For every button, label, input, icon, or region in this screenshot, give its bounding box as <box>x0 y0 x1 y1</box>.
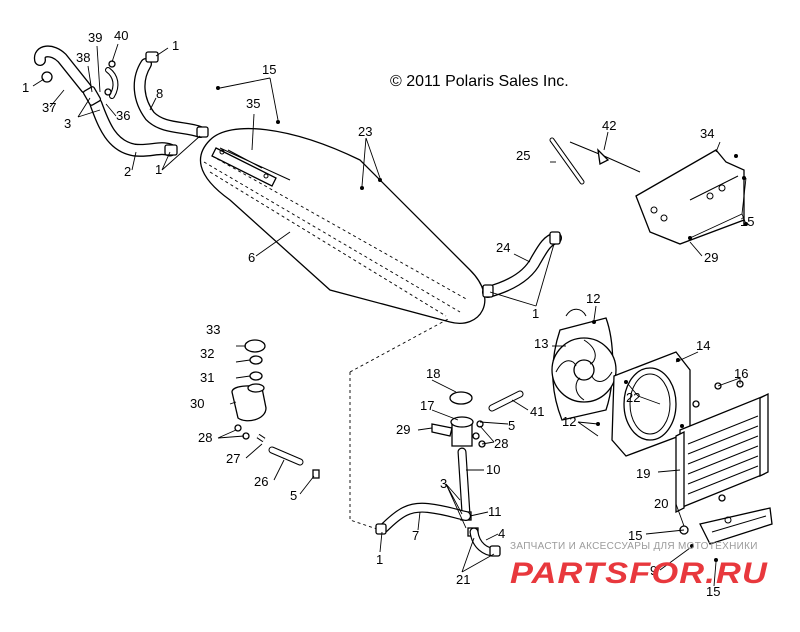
callout-2: 2 <box>124 164 131 179</box>
callout-37: 37 <box>42 100 56 115</box>
callout-40: 40 <box>114 28 128 43</box>
upper-left-hose-assembly <box>33 45 209 157</box>
radiator <box>675 380 769 514</box>
callout-1-top-left: 1 <box>22 80 29 95</box>
callout-42: 42 <box>602 118 616 133</box>
callout-labels: 1 1 1 1 1 2 3 3 4 5 5 6 7 8 9 10 11 12 1… <box>22 28 754 599</box>
cooling-tube-assembly <box>199 86 486 324</box>
callout-15-bracket: 15 <box>740 214 754 229</box>
callout-26: 26 <box>254 474 268 489</box>
callout-14: 14 <box>696 338 710 353</box>
callout-28-left: 28 <box>198 430 212 445</box>
connection-dashed-line <box>349 372 381 531</box>
callout-8: 8 <box>156 86 163 101</box>
callout-3-upper: 3 <box>64 116 71 131</box>
callout-1-tube: 1 <box>155 162 162 177</box>
callout-29-bracket: 29 <box>704 250 718 265</box>
watermark: ЗАПЧАСТИ И АКСЕССУАРЫ ДЛЯ МОТОТЕХНИКИ PA… <box>510 541 768 590</box>
callout-5-right: 5 <box>508 418 515 433</box>
callout-30: 30 <box>190 396 204 411</box>
callout-25: 25 <box>516 148 530 163</box>
callout-6: 6 <box>248 250 255 265</box>
callout-11: 11 <box>488 504 502 519</box>
callout-19: 19 <box>636 466 650 481</box>
bracket-34 <box>635 149 748 245</box>
callout-16: 16 <box>734 366 748 381</box>
callout-17: 17 <box>420 398 434 413</box>
bracket-20 <box>679 507 773 562</box>
callout-13: 13 <box>534 336 548 351</box>
callout-3-lower: 3 <box>440 476 447 491</box>
callout-28-right: 28 <box>494 436 508 451</box>
callout-23: 23 <box>358 124 372 139</box>
hose-24 <box>482 231 562 298</box>
callout-24: 24 <box>496 240 510 255</box>
watermark-subtitle: ЗАПЧАСТИ И АКСЕССУАРЫ ДЛЯ МОТОТЕХНИКИ <box>510 541 758 552</box>
callout-35: 35 <box>246 96 260 111</box>
overflow-bottle-assembly <box>231 339 320 479</box>
callout-15-bottom: 15 <box>706 584 720 599</box>
callout-41: 41 <box>530 404 544 419</box>
cooling-fan <box>551 308 617 426</box>
callout-22: 22 <box>626 390 640 405</box>
callout-9: 9 <box>650 563 657 578</box>
callout-15-top: 15 <box>262 62 276 77</box>
callout-1-bottom: 1 <box>376 552 383 567</box>
callout-38: 38 <box>76 50 90 65</box>
copyright-text: © 2011 Polaris Sales Inc. <box>390 73 569 90</box>
callout-27: 27 <box>226 451 240 466</box>
filler-neck-assembly <box>375 390 524 557</box>
callout-12-bottom: 12 <box>562 414 576 429</box>
callout-1-top: 1 <box>172 38 179 53</box>
callout-39: 39 <box>88 30 102 45</box>
callout-34: 34 <box>700 126 714 141</box>
watermark-logo: PARTSFOR.RU <box>510 557 768 590</box>
callout-36: 36 <box>116 108 130 123</box>
callout-5-left: 5 <box>290 488 297 503</box>
callout-33: 33 <box>206 322 220 337</box>
callout-21: 21 <box>456 572 470 587</box>
callout-1-hose-24: 1 <box>532 306 539 321</box>
callout-15-lower: 15 <box>628 528 642 543</box>
callout-12-top: 12 <box>586 291 600 306</box>
callout-7: 7 <box>412 528 419 543</box>
callout-4: 4 <box>498 526 505 541</box>
callout-31: 31 <box>200 370 214 385</box>
leader-lines <box>32 43 747 587</box>
callout-29-center: 29 <box>396 422 410 437</box>
callout-18: 18 <box>426 366 440 381</box>
callout-32: 32 <box>200 346 214 361</box>
strap-and-rod <box>549 137 641 185</box>
callout-20: 20 <box>654 496 668 511</box>
callout-10: 10 <box>486 462 500 477</box>
